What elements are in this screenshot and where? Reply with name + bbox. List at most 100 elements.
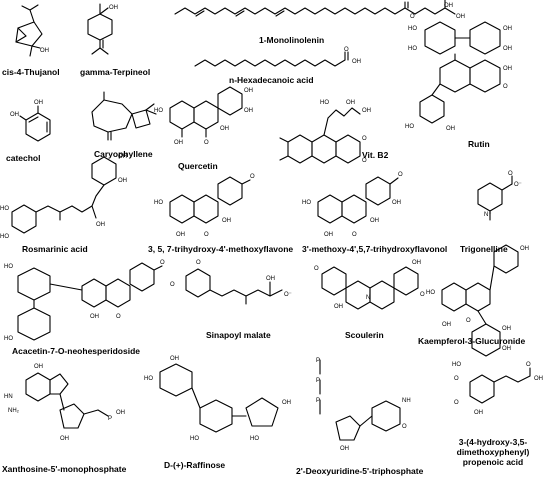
structure-trihydroxy-methoxyflavone: HO OH O OH O bbox=[154, 174, 255, 238]
atom-label: OH bbox=[40, 48, 49, 54]
atom-label: HO bbox=[190, 436, 199, 442]
atom-label: O⁻ bbox=[284, 292, 292, 298]
structure-scoulerin: O OH N OH O bbox=[314, 260, 425, 310]
label-acacetin: Acacetin-7-O-neohesperidoside bbox=[12, 346, 141, 356]
structure-hexadecanoic: OH O bbox=[194, 47, 361, 67]
atom-label: O bbox=[454, 400, 459, 406]
atom-label: HO bbox=[452, 362, 461, 368]
label-caryophyllene: Caryophyllene bbox=[94, 149, 153, 159]
atom-label: O bbox=[402, 424, 407, 430]
label-rosmarinic: Rosmarinic acid bbox=[22, 244, 88, 254]
structure-methoxy-trihydroxyflavonol: HO OH O OH O OH bbox=[302, 172, 403, 238]
atom-label: N bbox=[366, 295, 370, 301]
atom-label: OH bbox=[324, 232, 333, 238]
atom-label: P bbox=[316, 358, 320, 364]
atom-label: HO bbox=[302, 200, 311, 206]
atom-label: OH bbox=[90, 314, 99, 320]
label-propenoic-line: dimethoxyphenyl) bbox=[456, 447, 530, 457]
atom-label: OH bbox=[444, 3, 453, 9]
atom-label: HO bbox=[4, 264, 13, 270]
atom-label: OH bbox=[244, 108, 253, 114]
atom-label: O bbox=[170, 282, 175, 288]
atom-label: OH bbox=[412, 260, 421, 266]
atom-label: O bbox=[204, 232, 209, 238]
atom-label: OH bbox=[34, 364, 43, 370]
atom-label: OH bbox=[352, 59, 361, 65]
atom-label: O bbox=[362, 136, 367, 142]
atom-label: OH bbox=[116, 410, 125, 416]
atom-label: OH bbox=[503, 26, 512, 32]
atom-label: HO bbox=[426, 290, 435, 296]
atom-label: HO bbox=[154, 200, 163, 206]
atom-label: HO bbox=[408, 46, 417, 52]
atom-label: OH bbox=[474, 410, 483, 416]
structure-rosmarinic: HO HO OH OH OH bbox=[0, 154, 127, 240]
atom-label: OH bbox=[370, 218, 379, 224]
structure-sinapoyl: O O O⁻ OH bbox=[170, 260, 292, 305]
structure-caryophyllene bbox=[91, 91, 157, 141]
atom-label: OH bbox=[60, 436, 69, 442]
atom-label: O bbox=[352, 232, 357, 238]
atom-label: OH bbox=[34, 100, 43, 106]
atom-label: HO bbox=[250, 436, 259, 442]
atom-label: OH bbox=[118, 154, 127, 160]
atom-label: OH bbox=[174, 140, 183, 146]
atom-label: O bbox=[314, 266, 319, 272]
atom-label: O bbox=[420, 292, 425, 298]
atom-label: O bbox=[398, 172, 403, 178]
atom-label: OH bbox=[456, 14, 465, 20]
structure-propenoic: OH O O OH O bbox=[454, 362, 543, 416]
atom-label: OH bbox=[244, 88, 253, 94]
label-deoxyuridine: 2'-Deoxyuridine-5'-triphosphate bbox=[296, 466, 424, 476]
atom-label: P bbox=[108, 416, 112, 422]
atom-label: NH bbox=[402, 398, 411, 404]
atom-label: O bbox=[454, 376, 459, 382]
structure-quercetin: HO OH OH OH O OH bbox=[154, 86, 253, 146]
atom-label: OH bbox=[118, 178, 127, 184]
structure-catechol: OH OH bbox=[10, 100, 51, 142]
label-quercetin: Quercetin bbox=[178, 161, 218, 171]
atom-label: P bbox=[316, 398, 320, 404]
atom-label: HO bbox=[0, 206, 9, 212]
atom-label: HO bbox=[408, 26, 417, 32]
atom-label: OH bbox=[334, 304, 343, 310]
label-rutin: Rutin bbox=[468, 139, 490, 149]
label-propenoic-line: 3-(4-hydroxy-3,5- bbox=[458, 437, 528, 447]
atom-label: OH bbox=[442, 322, 451, 328]
structure-vitb2: HO OH OH O O bbox=[279, 100, 371, 164]
atom-label: OH bbox=[346, 100, 355, 106]
label-vitb2: Vit. B2 bbox=[362, 150, 389, 160]
atom-label: OH bbox=[362, 108, 371, 114]
atom-label: HN bbox=[4, 394, 13, 400]
atom-label: OH bbox=[109, 5, 118, 11]
atom-label: O⁻ bbox=[514, 182, 522, 188]
atom-label: O bbox=[196, 260, 201, 266]
label-propenoic: 3-(4-hydroxy-3,5- dimethoxyphenyl) prope… bbox=[457, 437, 530, 467]
atom-label: OH bbox=[96, 222, 105, 228]
atom-label: OH bbox=[220, 126, 229, 132]
label-trigonelline: Trigonelline bbox=[460, 244, 508, 254]
atom-label: O bbox=[410, 14, 415, 20]
label-propenoic-line: propenoic acid bbox=[462, 457, 524, 467]
label-catechol: catechol bbox=[6, 153, 41, 163]
structure-trigonelline: O⁻ O N⁺ bbox=[477, 171, 522, 221]
atom-label: OH bbox=[502, 326, 511, 332]
atom-label: HO bbox=[154, 108, 163, 114]
atom-label: HO bbox=[4, 336, 13, 342]
label-trihydroxy-methoxyflavone: 3, 5, 7-trihydroxy-4'-methoxyflavone bbox=[148, 244, 294, 254]
atom-label: OH bbox=[176, 232, 185, 238]
atom-label: O bbox=[250, 174, 255, 180]
atom-label: O bbox=[508, 171, 513, 177]
atom-label: OH bbox=[503, 66, 512, 72]
structure-acacetin: HO O O OH HO bbox=[4, 260, 165, 342]
label-monolinolenin: 1-Monolinolenin bbox=[259, 35, 325, 45]
label-terpineol: gamma-Terpineol bbox=[80, 67, 151, 77]
atom-label: OH bbox=[534, 376, 543, 382]
atom-label: O bbox=[466, 318, 471, 324]
atom-label: O bbox=[526, 362, 531, 368]
atom-label: O bbox=[362, 158, 367, 164]
atom-label: HO bbox=[320, 100, 329, 106]
label-hexadecanoic: n-Hexadecanoic acid bbox=[229, 75, 314, 85]
label-xanthosine: Xanthosine-5'-monophosphate bbox=[2, 464, 127, 474]
